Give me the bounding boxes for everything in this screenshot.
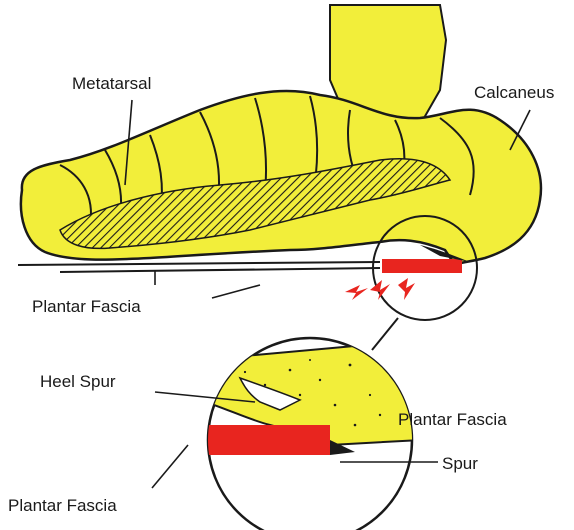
plantar-fascia-lines [18,262,380,272]
zoom-connector [372,318,398,350]
label-metatarsal: Metatarsal [72,74,151,94]
label-heel-spur: Heel Spur [40,372,116,392]
label-spur: Spur [442,454,478,474]
label-plantar-fascia-right: Plantar Fascia [398,410,507,430]
zoom-circle [180,338,420,530]
label-plantar-fascia-top: Plantar Fascia [32,297,141,317]
label-calcaneus: Calcaneus [474,83,554,103]
fascia-red-small [382,259,462,273]
fascia-red-zoom [180,425,330,455]
label-plantar-fascia-bottom: Plantar Fascia [8,496,117,516]
pain-bolts [345,278,415,300]
